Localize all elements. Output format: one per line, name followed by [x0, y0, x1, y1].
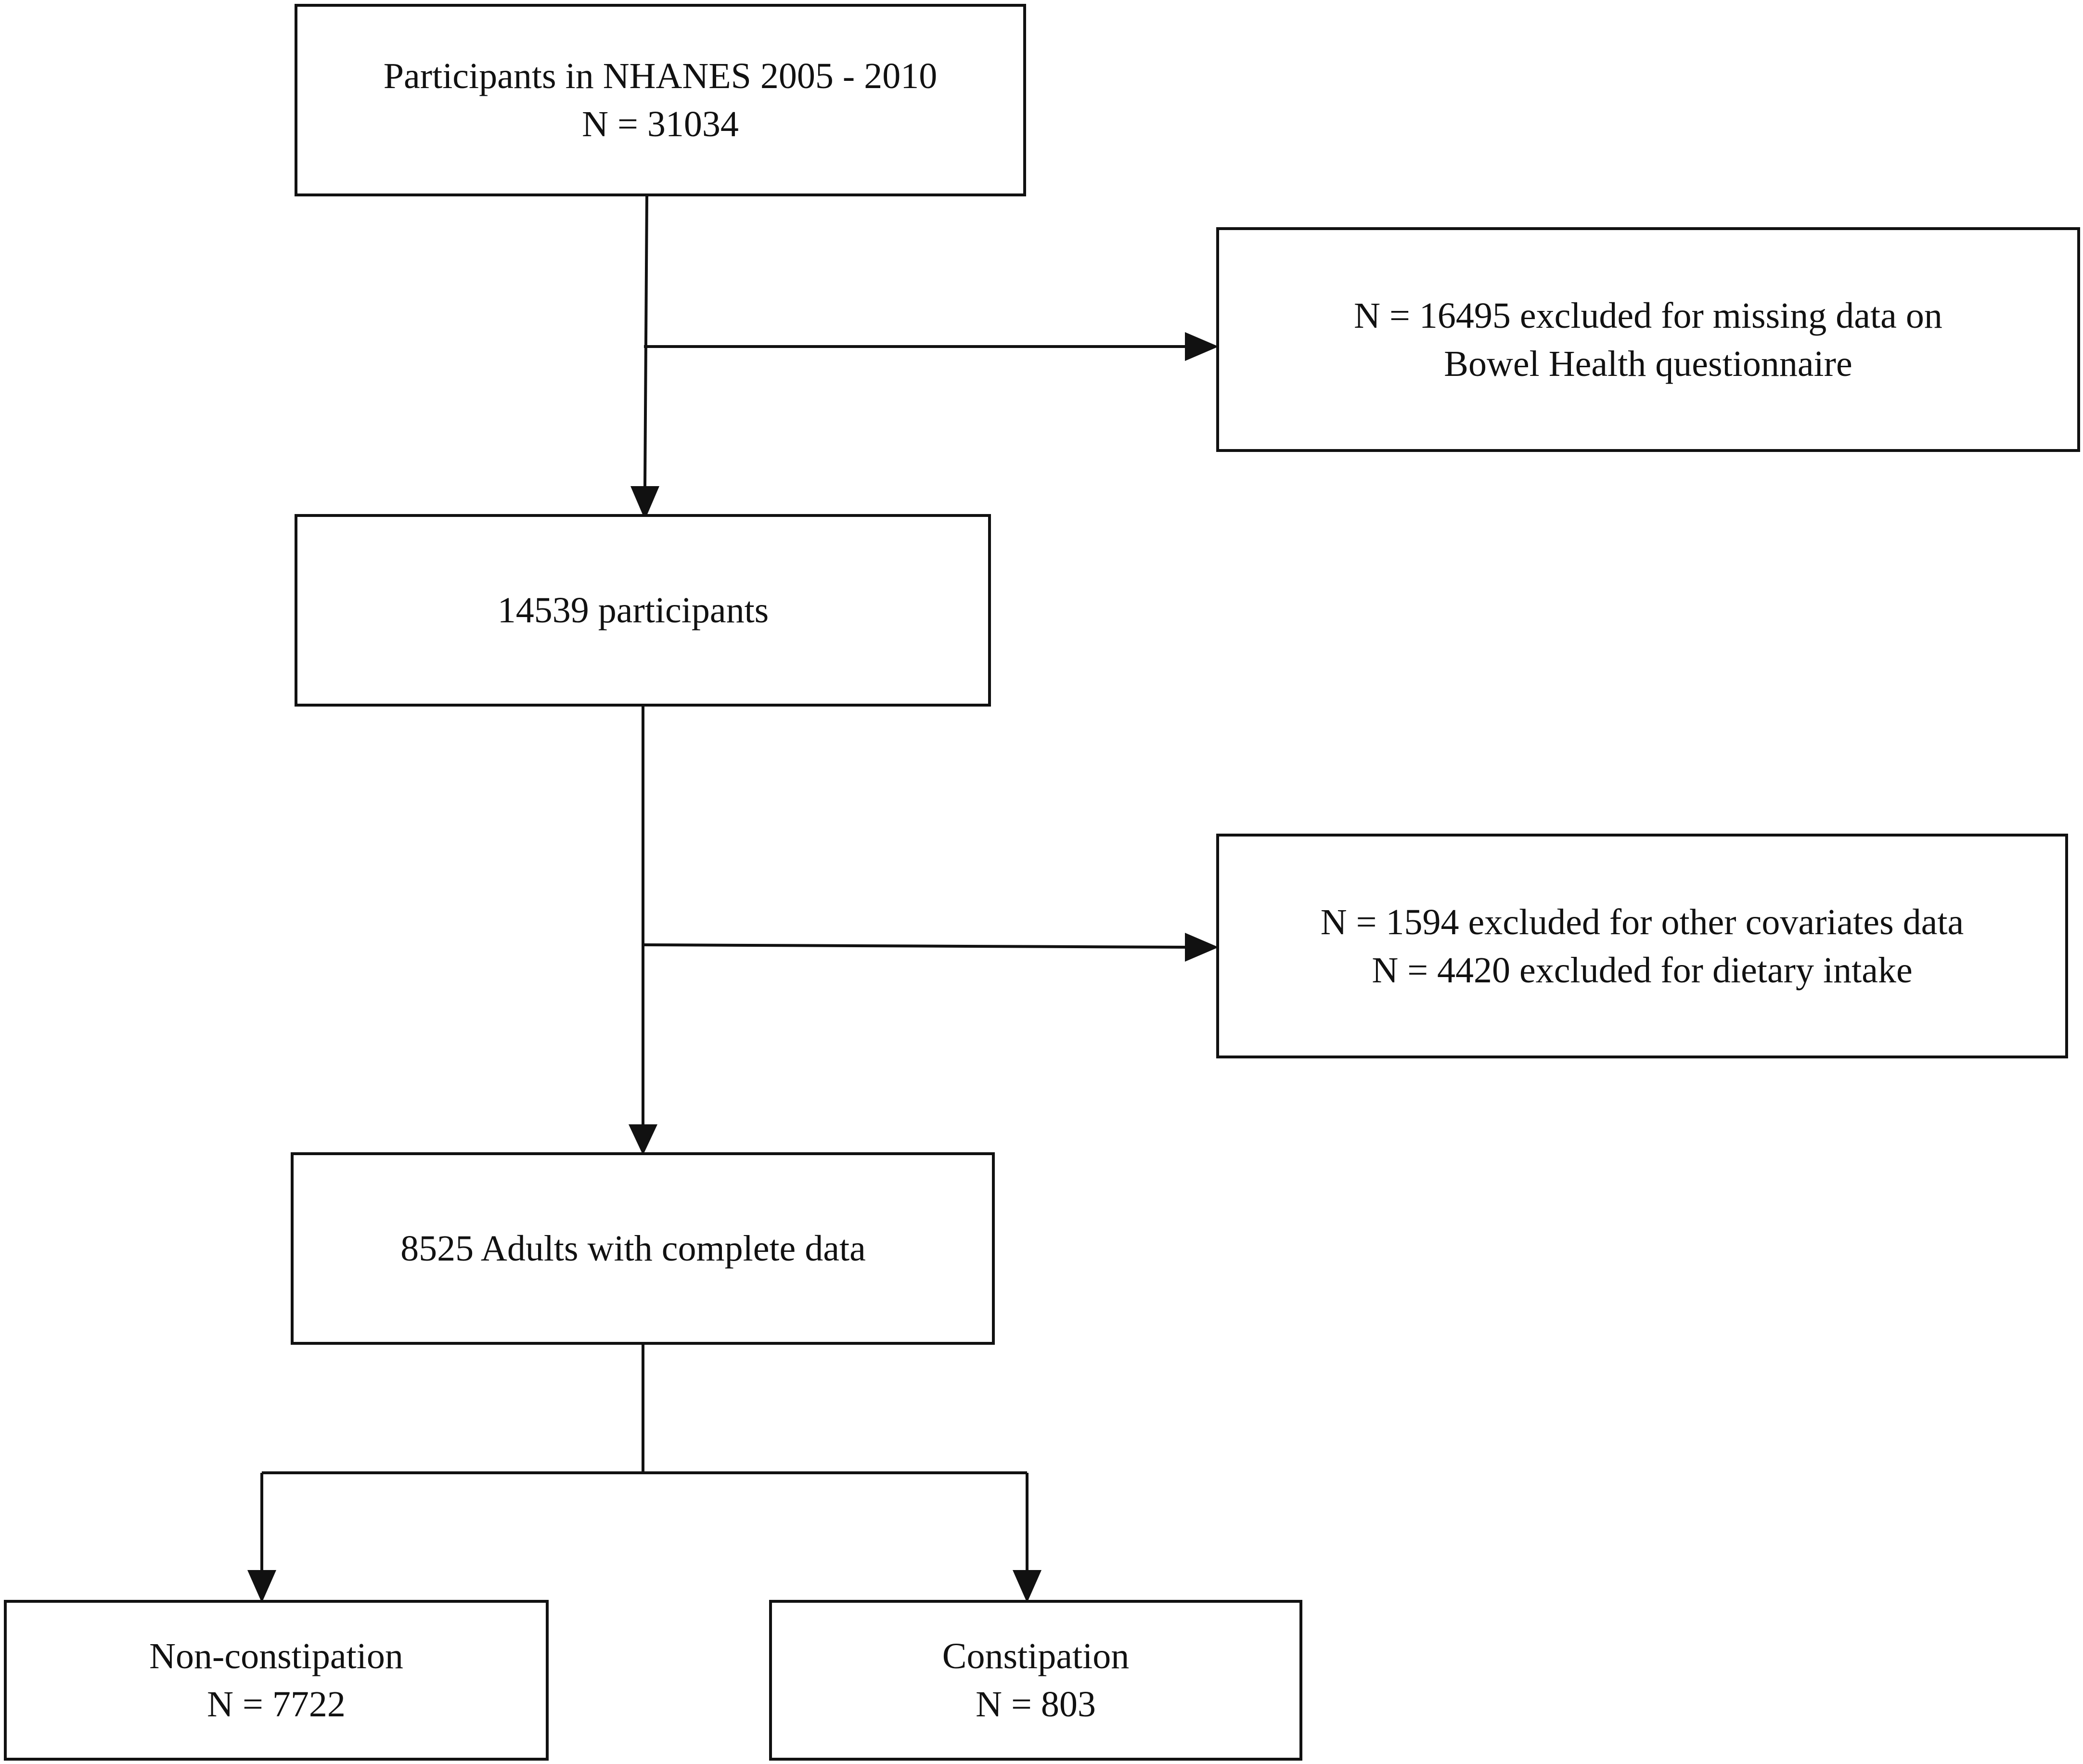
node-excluded-bowel-line2: Bowel Health questionnaire: [1444, 343, 1852, 384]
node-excluded-covariates-line1: N = 1594 excluded for other covariates d…: [1320, 901, 1964, 942]
node-adults-complete: 8525 Adults with complete data: [291, 1152, 995, 1345]
arrowhead-to-14539: [630, 486, 659, 520]
arrowhead-to-8525: [629, 1124, 657, 1155]
node-constipation-line1: Constipation: [942, 1636, 1130, 1676]
node-excluded-bowel: N = 16495 excluded for missing data on B…: [1216, 227, 2080, 452]
arrowhead-to-excluded-bowel: [1185, 332, 1219, 361]
arrowhead-to-excluded-covariates: [1185, 933, 1219, 962]
node-nhanes-line2: N = 31034: [582, 104, 739, 144]
node-constipation-line2: N = 803: [976, 1684, 1096, 1725]
node-participants-14539: 14539 participants: [295, 514, 991, 707]
node-excluded-covariates-line2: N = 4420 excluded for dietary intake: [1372, 950, 1913, 991]
arrowhead-to-non-constipation: [247, 1570, 276, 1603]
node-constipation: Constipation N = 803: [769, 1600, 1302, 1761]
node-nhanes-participants: Participants in NHANES 2005 - 2010 N = 3…: [295, 4, 1026, 196]
edge-nhanes-to-14539: [643, 196, 648, 487]
node-excluded-bowel-line1: N = 16495 excluded for missing data on: [1354, 295, 1942, 336]
node-participants-14539-line1: 14539 participants: [497, 590, 769, 631]
node-non-constipation-line1: Non-constipation: [149, 1636, 403, 1676]
node-nhanes-line1: Participants in NHANES 2005 - 2010: [383, 56, 938, 96]
node-non-constipation-line2: N = 7722: [207, 1684, 346, 1725]
edge-14539-to-excluded-covariates: [643, 943, 1189, 949]
node-adults-complete-line1: 8525 Adults with complete data: [400, 1228, 866, 1269]
node-non-constipation: Non-constipation N = 7722: [4, 1600, 549, 1761]
arrowhead-to-constipation: [1013, 1570, 1042, 1603]
node-excluded-covariates: N = 1594 excluded for other covariates d…: [1216, 834, 2068, 1058]
